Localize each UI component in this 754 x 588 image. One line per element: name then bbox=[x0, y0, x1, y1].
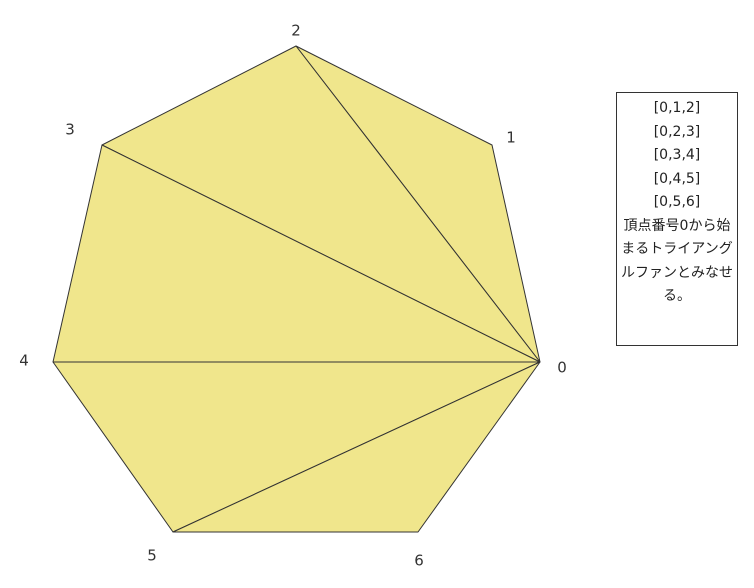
triangle-index-0: [0,1,2] bbox=[653, 100, 701, 116]
triangle-index-1: [0,2,3] bbox=[653, 123, 701, 140]
vertex-labels-group: 0 1 2 3 4 5 6 bbox=[19, 22, 567, 570]
fan-triangle-4 bbox=[172, 361, 541, 533]
triangles-group bbox=[52, 45, 541, 533]
vertex-label-4: 4 bbox=[19, 352, 29, 370]
triangle-list-box: [0,1,2] [0,2,3] [0,3,4] [0,4,5] [0,5,6] … bbox=[616, 92, 738, 346]
vertex-label-3: 3 bbox=[65, 121, 75, 139]
vertex-label-2: 2 bbox=[291, 22, 301, 40]
triangle-index-3: [0,4,5] bbox=[653, 170, 701, 187]
vertex-label-6: 6 bbox=[414, 552, 424, 570]
fan-description-note: 頂点番号0から始まるトライアングルファンとみなせる。 bbox=[621, 217, 733, 305]
vertex-label-5: 5 bbox=[147, 547, 157, 565]
triangle-index-4: [0,5,6] bbox=[653, 194, 701, 210]
vertex-label-1: 1 bbox=[506, 129, 516, 147]
triangle-index-2: [0,3,4] bbox=[653, 147, 701, 163]
vertex-label-0: 0 bbox=[557, 359, 567, 377]
